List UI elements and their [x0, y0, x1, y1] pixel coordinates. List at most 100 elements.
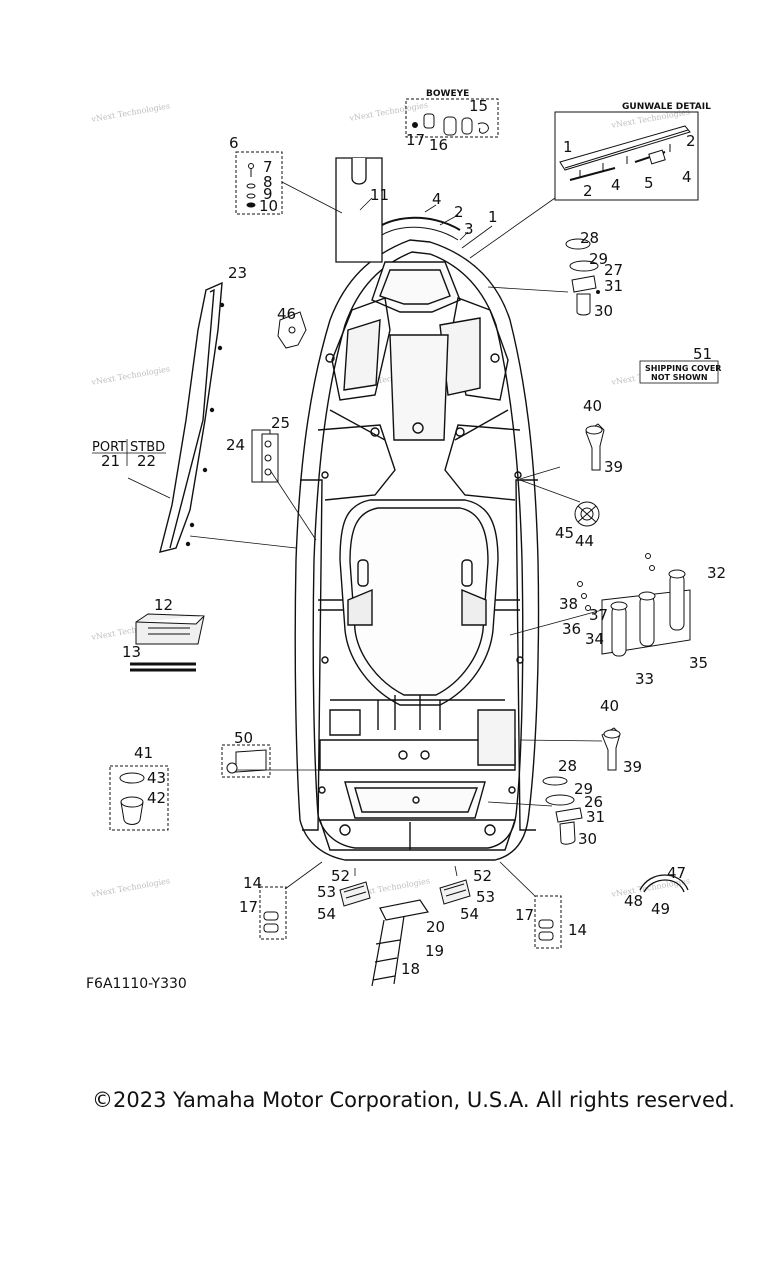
callout-23: 23 — [228, 264, 247, 282]
callout-7: 7 — [263, 158, 273, 176]
callout-47: 47 — [667, 864, 686, 882]
leader-lines — [127, 181, 603, 897]
watermark: vNext Technologies — [348, 100, 429, 123]
callout-2-detail-b: 2 — [583, 182, 593, 200]
callout-5: 5 — [644, 174, 654, 192]
boweye-label: BOWEYE — [426, 89, 469, 99]
callout-29-aft: 29 — [574, 780, 593, 798]
storage-box-part — [130, 613, 205, 672]
callout-1: 1 — [488, 208, 498, 226]
callout-54-right: 54 — [460, 905, 479, 923]
callout-4: 4 — [432, 190, 442, 208]
callout-numbers: 1 1 2 2 2 3 4 4 4 5 6 7 8 9 10 11 12 13 … — [101, 97, 726, 978]
callout-17-right: 17 — [515, 906, 534, 924]
callout-50: 50 — [234, 729, 253, 747]
callout-53-right: 53 — [476, 888, 495, 906]
callout-49: 49 — [651, 900, 670, 918]
callout-4-detail-b: 4 — [682, 168, 692, 186]
callout-1-detail: 1 — [563, 138, 573, 156]
rub-rail-part — [159, 281, 225, 553]
bow-cover-part — [335, 157, 383, 263]
boarding-ladder — [371, 899, 430, 987]
callout-33: 33 — [635, 670, 654, 688]
fastener-group — [235, 151, 283, 215]
callout-3: 3 — [464, 220, 474, 238]
callout-10: 10 — [259, 197, 278, 215]
gunwale-detail-label: GUNWALE DETAIL — [622, 102, 711, 112]
callout-42: 42 — [147, 789, 166, 807]
callout-26: 26 — [584, 793, 603, 811]
tie-down-group-left — [259, 886, 287, 940]
tie-down-group-right — [534, 895, 562, 949]
gauge-part — [574, 501, 600, 527]
callout-6: 6 — [229, 134, 239, 152]
step-pad-right — [439, 879, 471, 905]
callout-16: 16 — [429, 136, 448, 154]
callout-39-fore: 39 — [604, 458, 623, 476]
callout-52-right: 52 — [473, 867, 492, 885]
callout-38: 38 — [559, 595, 578, 613]
callout-32: 32 — [707, 564, 726, 582]
cup-holder-kit — [109, 765, 169, 831]
callout-31-fore: 31 — [604, 277, 623, 295]
callout-19: 19 — [425, 942, 444, 960]
callout-48: 48 — [624, 892, 643, 910]
boweye-group — [405, 98, 499, 138]
copyright-notice: ©2023 Yamaha Motor Corporation, U.S.A. A… — [92, 1088, 735, 1112]
cup-holder-fore — [585, 423, 605, 471]
callout-17-left: 17 — [239, 898, 258, 916]
cleat-assembly-aft — [542, 776, 583, 845]
callout-54-left: 54 — [317, 905, 336, 923]
callout-25: 25 — [271, 414, 290, 432]
stbd-label: STBD — [130, 440, 165, 455]
callout-22: 22 — [137, 452, 156, 470]
callout-37: 37 — [589, 606, 608, 624]
callout-11: 11 — [370, 186, 389, 204]
callout-21: 21 — [101, 452, 120, 470]
bracket-part — [277, 311, 307, 349]
hinge-part — [251, 429, 279, 483]
grab-handle — [639, 874, 689, 893]
callout-28-fore: 28 — [580, 229, 599, 247]
callout-29-fore: 29 — [589, 250, 608, 268]
cup-holder-aft — [601, 727, 621, 771]
callout-31-aft: 31 — [586, 808, 605, 826]
shipping-cover-box — [639, 360, 719, 384]
callout-40-aft: 40 — [600, 697, 619, 715]
callout-39-aft: 39 — [623, 758, 642, 776]
callout-51: 51 — [693, 345, 712, 363]
callout-20: 20 — [426, 918, 445, 936]
step-pad-left — [339, 881, 371, 907]
callout-13: 13 — [122, 643, 141, 661]
callout-36: 36 — [562, 620, 581, 638]
callout-2-detail-a: 2 — [686, 132, 696, 150]
callout-2: 2 — [454, 203, 464, 221]
callout-40-fore: 40 — [583, 397, 602, 415]
port-label: PORT — [92, 440, 126, 455]
callout-53-left: 53 — [317, 883, 336, 901]
callout-34: 34 — [585, 630, 604, 648]
callout-30-fore: 30 — [594, 302, 613, 320]
callout-28-aft: 28 — [558, 757, 577, 775]
callout-43: 43 — [147, 769, 166, 787]
gunwale-detail-group — [554, 111, 699, 201]
shipping-cover-line1: SHIPPING COVER — [645, 364, 721, 373]
callout-8: 8 — [263, 173, 273, 191]
callout-27: 27 — [604, 261, 623, 279]
callout-9: 9 — [263, 185, 273, 203]
callout-24: 24 — [226, 436, 245, 454]
callout-35: 35 — [689, 654, 708, 672]
callout-14-right: 14 — [568, 921, 587, 939]
callout-30-aft: 30 — [578, 830, 597, 848]
callout-14-left: 14 — [243, 874, 262, 892]
watermark: vNext Technologies — [90, 364, 171, 387]
shipping-cover-line2: NOT SHOWN — [651, 373, 708, 382]
rod-holder-assembly — [577, 553, 691, 657]
watermark: vNext Technologies — [90, 101, 171, 124]
cleat-assembly-fore — [565, 238, 600, 316]
callout-4-detail-a: 4 — [611, 176, 621, 194]
callout-45: 45 — [555, 524, 574, 542]
callout-17-boweye: 17 — [406, 131, 425, 149]
callout-18: 18 — [401, 960, 420, 978]
